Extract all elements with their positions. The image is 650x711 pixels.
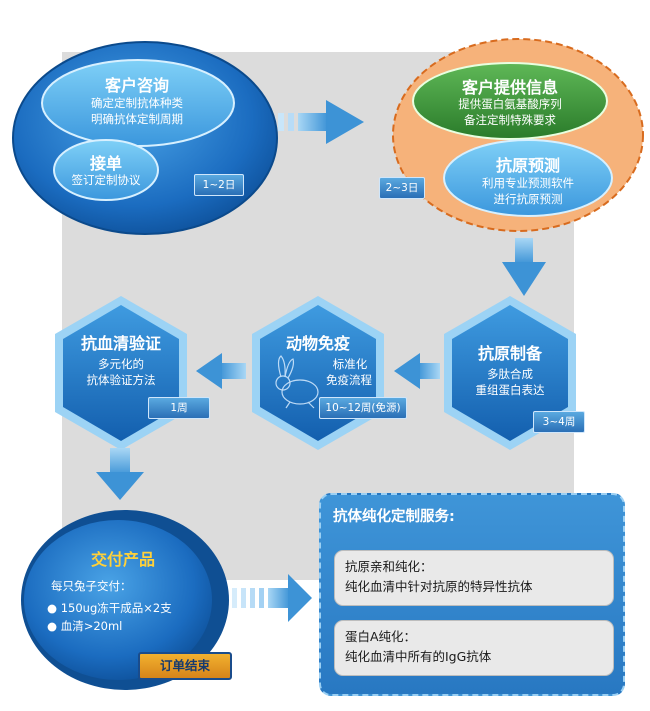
predict-line-2: 进行抗原预测: [493, 192, 563, 206]
arrow-left-2: [196, 353, 246, 389]
immune-line-1: 标准化: [332, 357, 368, 371]
prep-line-2: 重组蛋白表达: [475, 383, 545, 397]
consult-line-2: 明确抗体定制周期: [91, 112, 183, 126]
service-2-name: 蛋白A纯化：: [345, 629, 417, 644]
predict-line-1: 利用专业预测软件: [482, 176, 574, 190]
verify-time-badge: 1周: [148, 397, 210, 419]
service-2-desc: 纯化血清中所有的IgG抗体: [345, 649, 492, 664]
arrow-right-top: [278, 100, 364, 144]
service-card-2: 蛋白A纯化： 纯化血清中所有的IgG抗体: [334, 620, 614, 676]
order-title: 接单: [89, 154, 122, 173]
immune-title: 动物免疫: [285, 334, 350, 353]
order-inner-ellipse: [53, 139, 159, 201]
prep-hexagon: [444, 296, 576, 450]
bullet-dot-icon: ●: [47, 619, 61, 633]
consult-line-1: 确定定制抗体种类: [91, 96, 183, 110]
service-1-name: 抗原亲和纯化：: [345, 559, 433, 574]
deliver-bullet-2: ● 血清>20ml: [47, 618, 122, 634]
services-box: 抗体纯化定制服务: 抗原亲和纯化： 纯化血清中针对抗原的特异性抗体 蛋白A纯化：…: [319, 493, 625, 696]
info-line-1: 提供蛋白氨基酸序列: [458, 97, 562, 111]
deliver-bullet-2-text: 血清>20ml: [60, 619, 123, 633]
order-line-1: 签订定制协议: [71, 173, 141, 187]
arrow-down-right: [502, 238, 546, 296]
verify-line-1: 多元化的: [98, 357, 144, 371]
info-line-2: 备注定制特殊要求: [464, 113, 556, 127]
info-title: 客户提供信息: [461, 78, 558, 97]
deliver-bullet-1: ● 150ug冻干成品×2支: [47, 600, 172, 616]
consult-title: 客户咨询: [104, 76, 169, 95]
deliver-title: 交付产品: [90, 550, 155, 569]
info-inner-ellipse: [412, 62, 608, 140]
deliver-bullet-1-text: 150ug冻干成品×2支: [60, 601, 172, 615]
services-title: 抗体纯化定制服务:: [333, 509, 455, 525]
order-end-badge: 订单结束: [138, 652, 232, 680]
prep-line-1: 多肽合成: [487, 367, 533, 381]
immune-line-2: 免疫流程: [326, 373, 372, 387]
stage1-days-badge: 1~2日: [194, 174, 244, 196]
verify-line-2: 抗体验证方法: [86, 373, 156, 387]
deliver-intro: 每只兔子交付：: [51, 579, 132, 593]
service-1-desc: 纯化血清中针对抗原的特异性抗体: [345, 579, 533, 594]
immune-time-badge: 10~12周(免源): [319, 397, 407, 419]
predict-title: 抗原预测: [495, 156, 560, 175]
prep-time-badge: 3~4周: [533, 411, 585, 433]
prep-title: 抗原制备: [477, 344, 542, 363]
arrow-right-bottom: [232, 574, 312, 622]
arrow-left-1: [394, 353, 440, 389]
stage2-days-badge: 2~3日: [379, 177, 425, 199]
deliver-inner-ellipse: [24, 520, 212, 680]
arrow-down-left: [96, 448, 144, 500]
predict-inner-ellipse: [443, 139, 613, 217]
service-card-1: 抗原亲和纯化： 纯化血清中针对抗原的特异性抗体: [334, 550, 614, 606]
verify-title: 抗血清验证: [80, 334, 161, 353]
bullet-dot-icon: ●: [47, 601, 61, 615]
rabbit-icon: [275, 355, 319, 409]
